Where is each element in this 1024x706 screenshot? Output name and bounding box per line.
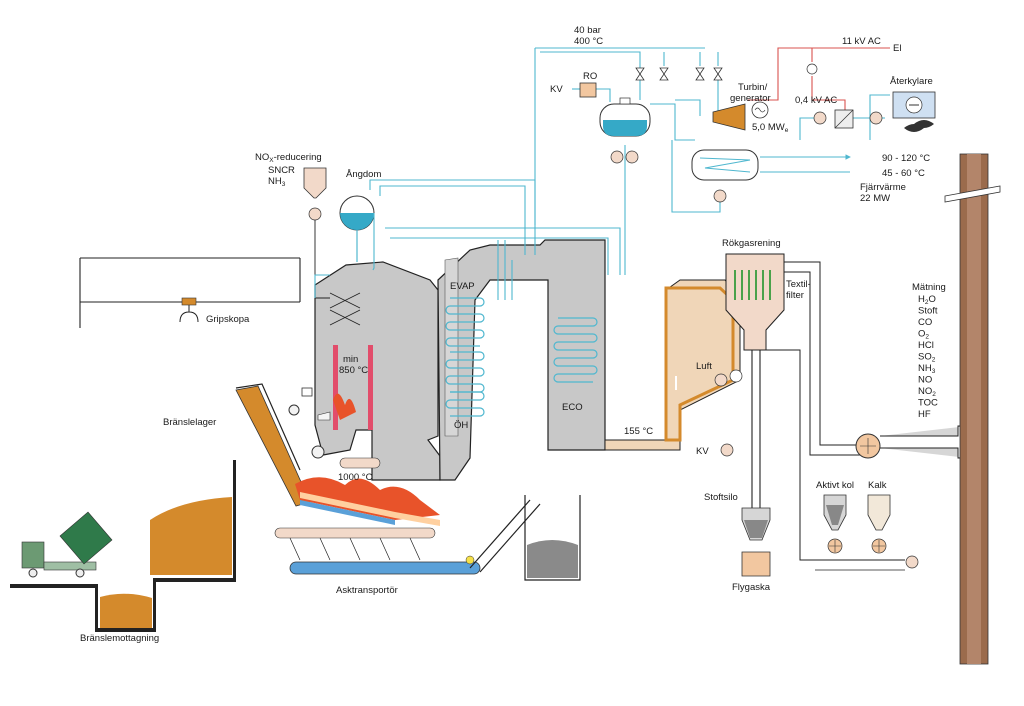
bag-filter <box>714 253 905 561</box>
luft-label: Luft <box>696 361 712 372</box>
grate-fire <box>295 477 440 526</box>
evap-label: EVAP <box>450 281 475 292</box>
measurement-item: HF <box>918 409 931 420</box>
fjarrvarme-label: Fjärrvärme <box>860 182 906 193</box>
lime-silo <box>815 494 919 571</box>
low-voltage-label: 0,4 kV AC <box>795 95 837 106</box>
temp-1000-label: 1000 °C <box>338 472 373 483</box>
branslelager-label: Bränslelager <box>163 417 216 428</box>
diagram-labels: 40 bar 400 °C 11 kV AC El RO KV Turbin/ … <box>80 25 946 644</box>
fjarrvarme-mw-label: 22 MW <box>860 193 890 204</box>
eco-label: ECO <box>562 402 583 413</box>
angdom-label: Ångdom <box>346 169 381 180</box>
el-label: El <box>893 43 901 54</box>
chimney <box>944 153 1001 665</box>
ro-label: RO <box>583 71 597 82</box>
fuel-pit <box>100 593 152 628</box>
measurement-item: Stoft <box>918 306 938 317</box>
measurement-item: O2 <box>918 329 929 341</box>
electric-lines <box>748 47 890 112</box>
kv-top-label: KV <box>550 84 563 95</box>
measurement-item: H2O <box>918 294 936 306</box>
filter-label: filter <box>786 290 804 301</box>
district-heat-exchanger <box>691 149 759 203</box>
ro-unit <box>579 82 597 98</box>
sncr-label: SNCR <box>268 165 295 176</box>
turbine-generator <box>712 101 769 131</box>
nox-silo <box>303 167 330 299</box>
matning-label: Mätning <box>912 282 946 293</box>
feedwater-tank <box>599 97 651 164</box>
cooler-unit <box>892 91 936 132</box>
kv-bottom-label: KV <box>696 446 709 457</box>
temp-155-label: 155 °C <box>624 426 653 437</box>
temp-850-label: 850 °C <box>339 365 368 376</box>
branslemottagning-label: Bränslemottagning <box>80 633 159 644</box>
flue-gas-fan <box>855 425 968 459</box>
oh-label: ÖH <box>454 420 468 431</box>
measurement-item: CO <box>918 317 932 328</box>
fuel-pile <box>150 497 232 575</box>
activated-carbon-silo <box>823 494 847 554</box>
district-hot-label: 90 - 120 °C <box>882 153 930 164</box>
measurement-item: NO2 <box>918 386 936 398</box>
steam-temperature-label: 400 °C <box>574 36 603 47</box>
district-cold-label: 45 - 60 °C <box>882 168 925 179</box>
ash-conveyor <box>274 499 541 575</box>
measurement-item: NO <box>918 375 932 386</box>
nox-reduction-label: NOX-reducering <box>255 152 322 164</box>
nh3-label: NH3 <box>268 176 286 188</box>
crane-gripskopa <box>79 257 301 328</box>
feed-chute <box>235 383 313 507</box>
eco-coils <box>553 317 598 383</box>
kalk-label: Kalk <box>868 480 887 491</box>
flue-gas-duct <box>548 279 741 451</box>
aktivt-kol-label: Aktivt kol <box>816 480 854 491</box>
transformer <box>806 63 883 129</box>
turbine-label-2: generator <box>730 93 771 104</box>
fuel-bunker <box>10 460 236 632</box>
asktransportor-label: Asktransportör <box>336 585 398 596</box>
min-label: min <box>343 354 358 365</box>
measurement-item: NH3 <box>918 363 936 375</box>
turbine-label-1: Turbin/ <box>738 82 768 93</box>
textil-label: Textil- <box>786 279 811 290</box>
evap-coils <box>445 297 485 417</box>
gripskopa-label: Gripskopa <box>206 314 250 325</box>
measurement-item: SO2 <box>918 352 936 364</box>
power-label: 5,0 MWe <box>752 122 789 134</box>
measurement-item: TOC <box>918 398 938 409</box>
boiler <box>311 239 606 481</box>
rokgasrening-label: Rökgasrening <box>722 238 781 249</box>
measurement-item: HCl <box>918 340 934 351</box>
flygaska-label: Flygaska <box>732 582 771 593</box>
valve-icon <box>635 67 723 81</box>
stoftsilo-label: Stoftsilo <box>704 492 738 503</box>
steam-drum <box>339 195 375 262</box>
truck-icon <box>21 511 113 578</box>
high-voltage-label: 11 kV AC <box>842 36 881 47</box>
aterkylare-label: Återkylare <box>890 76 933 87</box>
pressure-label: 40 bar <box>574 25 601 36</box>
dust-silo <box>741 507 771 577</box>
ash-container <box>524 495 581 581</box>
